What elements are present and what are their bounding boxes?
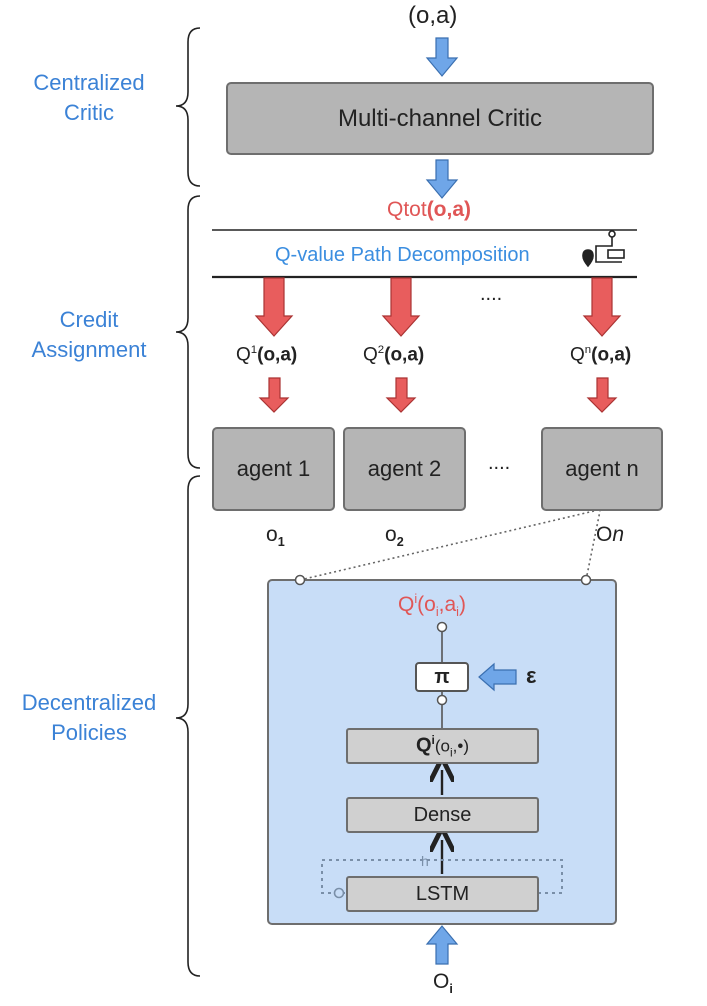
hidden-state-label: h xyxy=(421,853,429,869)
dense-box: Dense xyxy=(346,797,539,833)
qi-box: Qi(oi,•) xyxy=(346,728,539,764)
lstm-recurrent-loop xyxy=(321,859,563,894)
zoom-line-left xyxy=(299,510,595,581)
arrow-input-to-critic xyxy=(425,37,459,77)
red-arrow-2 xyxy=(381,277,421,337)
brace-decentral xyxy=(175,475,201,977)
ellipsis-arrows: .... xyxy=(480,283,503,305)
epsilon-arrow xyxy=(478,662,517,692)
section-credit-assignment: Credit Assignment xyxy=(31,307,147,362)
ellipsis-agents: .... xyxy=(488,452,511,474)
policy-input-label: Oi xyxy=(433,970,453,997)
arrow-input-to-lstm xyxy=(425,925,459,965)
red-small-arrow-1 xyxy=(258,377,290,413)
agent-q-label-2: Q2(o,a) xyxy=(363,344,425,366)
arrow-critic-to-qtot xyxy=(425,159,459,199)
path-decomposition-icon xyxy=(582,230,625,268)
decomposition-label: Q-value Path Decomposition xyxy=(275,244,530,266)
section-centralized-critic: Centralized Critic xyxy=(33,70,145,125)
agent-box-1: agent 1 xyxy=(212,427,335,511)
zoom-line-right xyxy=(585,510,601,581)
epsilon-label: ε xyxy=(526,663,537,688)
lstm-box: LSTM xyxy=(346,876,539,912)
observation-2: o2 xyxy=(385,523,404,550)
red-arrow-1 xyxy=(254,277,294,337)
multi-channel-critic-box: Multi-channel Critic xyxy=(226,82,654,155)
red-small-arrow-n xyxy=(586,377,618,413)
agent-q-label-1: Q1(o,a) xyxy=(236,344,298,366)
qtot-label: Qtot(o,a) xyxy=(387,198,472,221)
policy-q-output: Qi(oi,ai) xyxy=(398,592,466,620)
agent-q-label-n: Qn(o,a) xyxy=(570,344,632,366)
pi-box: π xyxy=(415,662,469,692)
brace-critic xyxy=(175,27,201,187)
top-input-label: (o,a) xyxy=(408,2,458,29)
agent-box-n: agent n xyxy=(541,427,663,511)
red-small-arrow-2 xyxy=(385,377,417,413)
brace-credit xyxy=(175,195,201,469)
agent-box-2: agent 2 xyxy=(343,427,466,511)
red-arrow-n xyxy=(582,277,622,337)
section-decentralized-policies: Decentralized Policies xyxy=(21,690,157,745)
observation-1: o1 xyxy=(266,523,285,550)
observation-n: On xyxy=(596,523,625,546)
